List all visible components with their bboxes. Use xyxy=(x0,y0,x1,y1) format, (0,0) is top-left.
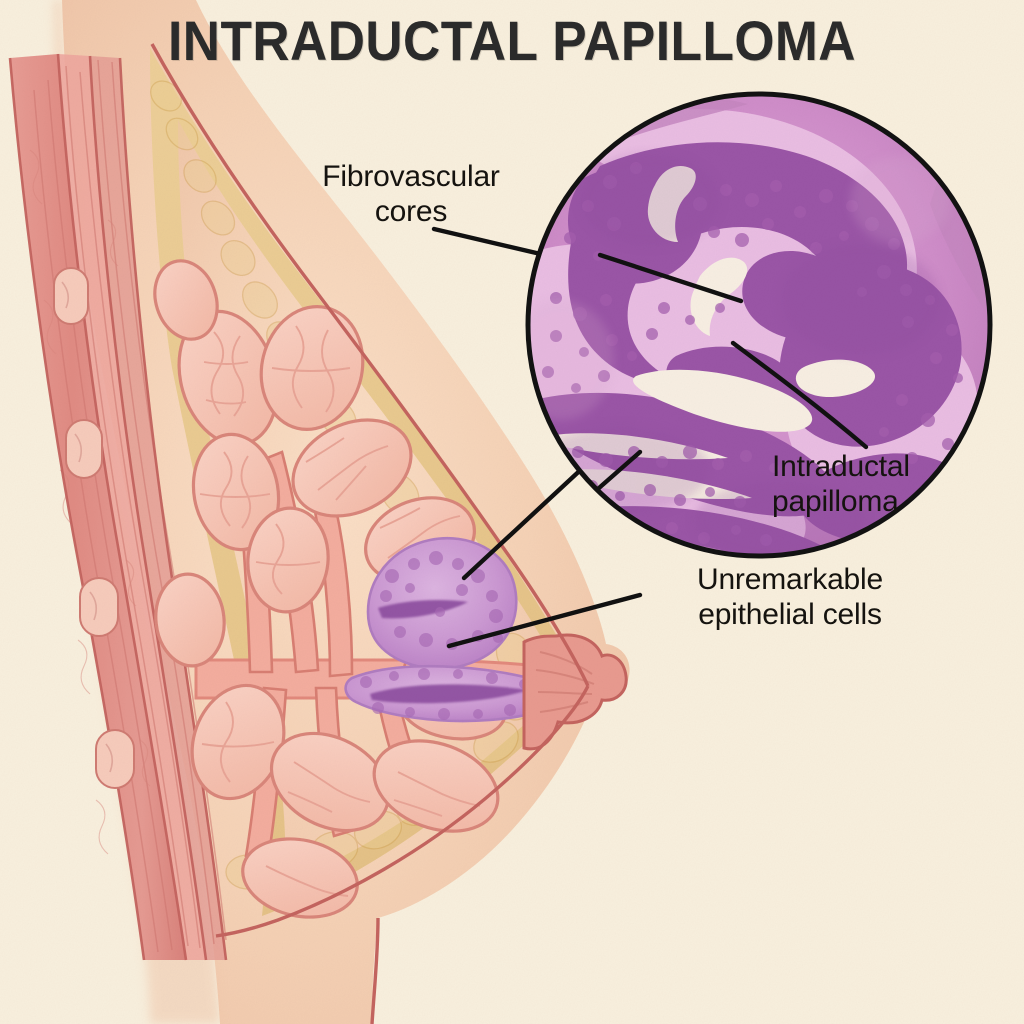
label-fibrovascular-cores: Fibrovascular cores xyxy=(322,160,500,228)
label-intraductal-papilloma: Intraductal papilloma xyxy=(772,450,910,518)
label-unremarkable-epithelial-cells: Unremarkable epithelial cells xyxy=(696,563,883,631)
